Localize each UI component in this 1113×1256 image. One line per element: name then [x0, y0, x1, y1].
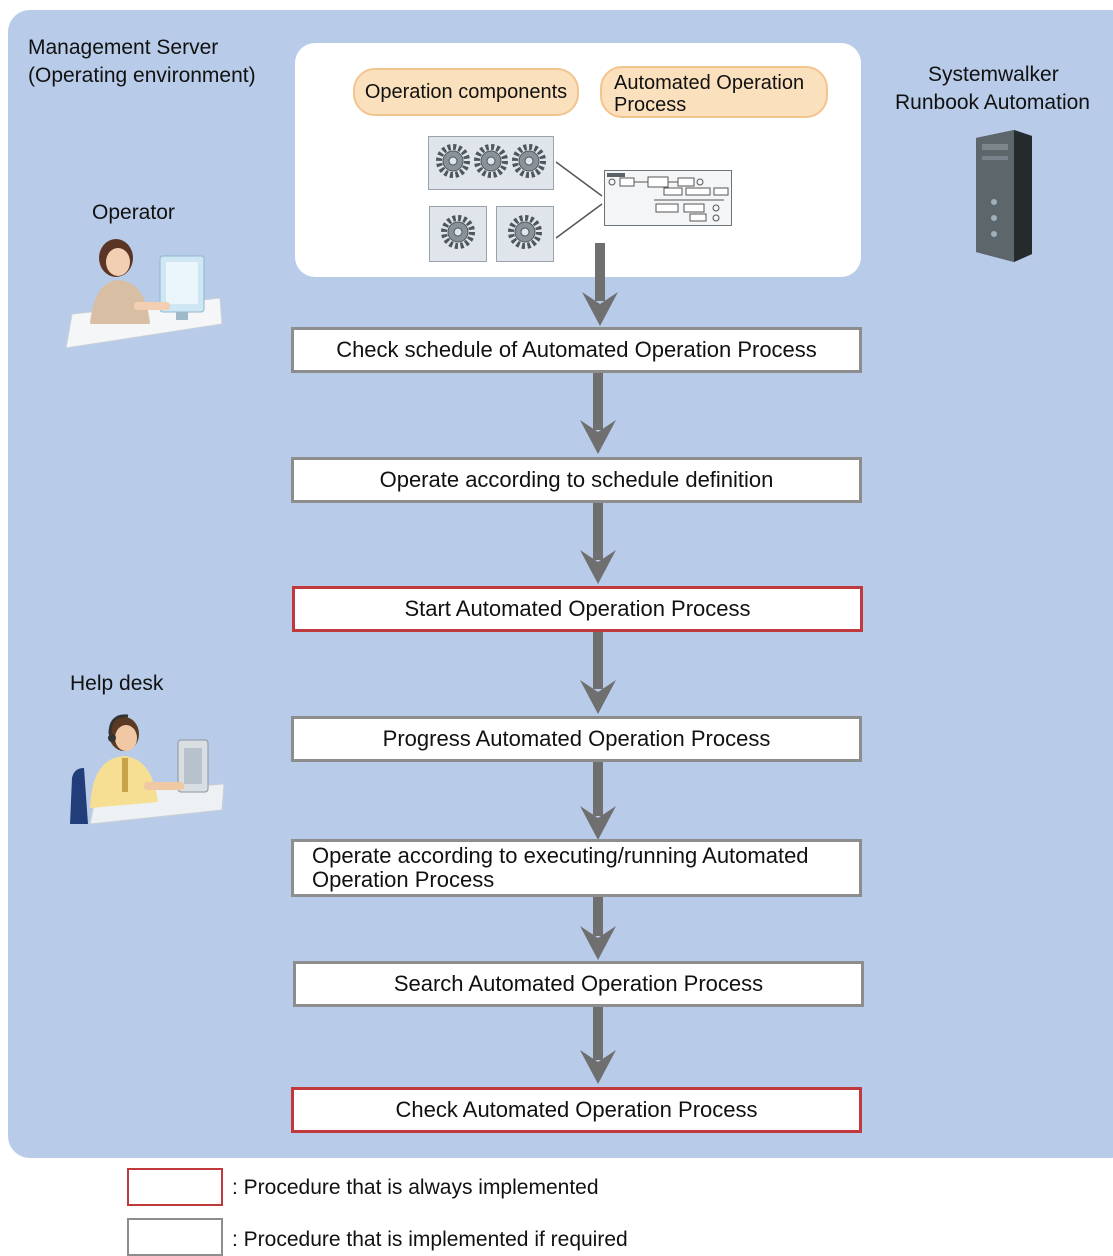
legend-always-text: : Procedure that is always implemented: [232, 1176, 599, 1199]
server-tower-icon: [972, 128, 1034, 264]
help-desk-person-icon: [66, 712, 226, 828]
gear-icon: [511, 143, 547, 184]
gear-icon: [473, 143, 509, 184]
legend-always-swatch: [127, 1168, 223, 1206]
environment-title-line2: (Operating environment): [28, 64, 256, 87]
step-operate-running-process: Operate according to executing/running A…: [291, 839, 862, 897]
flow-arrow: [582, 243, 618, 326]
flow-arrow: [580, 1006, 616, 1084]
gear-icon: [440, 214, 476, 255]
server-label-line1: Systemwalker: [928, 63, 1059, 86]
step-check-schedule: Check schedule of Automated Operation Pr…: [291, 327, 862, 373]
flow-arrow: [580, 372, 616, 454]
flow-arrow: [580, 896, 616, 960]
step-search-process: Search Automated Operation Process: [293, 961, 864, 1007]
server-label-line2: Runbook Automation: [895, 91, 1090, 114]
step-operate-schedule-definition: Operate according to schedule definition: [291, 457, 862, 503]
step-check-process: Check Automated Operation Process: [291, 1087, 862, 1133]
legend-if-required-text: : Procedure that is implemented if requi…: [232, 1228, 628, 1251]
help-desk-label: Help desk: [70, 672, 164, 695]
gear-icon: [435, 143, 471, 184]
operator-label: Operator: [92, 201, 175, 224]
flow-arrow: [580, 502, 616, 584]
gear-icon: [507, 214, 543, 255]
gear-group-single-right: [496, 206, 554, 262]
step-start-process: Start Automated Operation Process: [292, 586, 863, 632]
operator-person-icon: [64, 232, 224, 350]
operation-components-label: Operation components: [353, 68, 579, 116]
flow-arrow: [580, 631, 616, 714]
gear-group-three: [428, 136, 554, 190]
legend-if-required-swatch: [127, 1218, 223, 1256]
environment-title-line1: Management Server: [28, 36, 219, 59]
step-progress-process: Progress Automated Operation Process: [291, 716, 862, 762]
process-flow-icon: [604, 170, 732, 226]
automated-process-label: Automated Operation Process: [600, 66, 828, 118]
flow-arrow: [580, 762, 616, 840]
gear-group-single-left: [429, 206, 487, 262]
